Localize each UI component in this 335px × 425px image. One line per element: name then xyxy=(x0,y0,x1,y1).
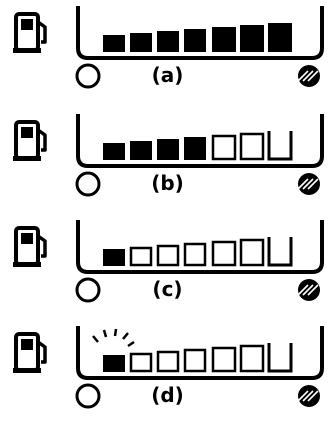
fuel-segment-empty xyxy=(211,346,237,373)
panel-label: (d) xyxy=(151,383,184,407)
gauge-bezel xyxy=(76,326,324,380)
fuel-pump-icon xyxy=(13,120,47,161)
gauge-bezel xyxy=(76,220,324,274)
empty-circle-icon xyxy=(75,171,101,197)
fuel-segment-empty xyxy=(129,246,153,267)
hatched-circle-icon xyxy=(297,65,320,87)
fuel-segment-filled xyxy=(268,23,292,52)
empty-circle-icon xyxy=(75,277,101,303)
gauge-panel-2: (b) xyxy=(0,108,335,208)
fuel-segment-filled xyxy=(103,143,125,160)
hatched-circle-icon xyxy=(297,385,320,407)
gauge-svg xyxy=(13,220,324,303)
fuel-segment-empty xyxy=(267,343,293,373)
fuel-segment-filled xyxy=(157,139,179,160)
fuel-segment-empty xyxy=(239,132,265,161)
panel-label: (b) xyxy=(151,171,184,195)
fuel-segment-filled xyxy=(103,35,125,52)
fuel-segment-empty xyxy=(156,350,180,373)
panel-label: (a) xyxy=(151,63,184,87)
fuel-segment-empty xyxy=(183,242,207,267)
fuel-segment-filled xyxy=(103,355,125,372)
fuel-segment-empty xyxy=(267,237,293,267)
fuel-segment-filled xyxy=(184,137,206,160)
fuel-segment-empty xyxy=(267,131,293,161)
panel-label: (c) xyxy=(152,277,183,301)
gauge-svg xyxy=(13,326,324,409)
fuel-segment-empty xyxy=(211,240,237,267)
fuel-segment-filled xyxy=(103,249,125,266)
empty-circle-icon xyxy=(75,63,101,89)
gauge-svg xyxy=(13,6,324,89)
hatched-circle-icon xyxy=(297,173,320,195)
fuel-segment-empty xyxy=(129,352,153,373)
fuel-segment-filled xyxy=(240,25,264,52)
fuel-segment-empty xyxy=(156,244,180,267)
gauge-bezel xyxy=(76,6,324,60)
fuel-segment-filled xyxy=(130,33,152,52)
empty-circle-icon xyxy=(75,383,101,409)
gauge-panel-1: (a) xyxy=(0,0,335,100)
gauge-panel-4: (d) xyxy=(0,320,335,420)
fuel-pump-icon xyxy=(13,226,47,267)
fuel-segment-empty xyxy=(239,344,265,373)
fuel-segment-empty xyxy=(239,238,265,267)
fuel-segment-filled xyxy=(184,29,206,52)
hatched-circle-icon xyxy=(297,279,320,301)
fuel-segment-filled xyxy=(157,31,179,52)
gauge-bezel xyxy=(76,114,324,168)
gauge-svg xyxy=(13,114,324,197)
fuel-pump-icon xyxy=(13,332,47,373)
fuel-segment-filled xyxy=(130,141,152,160)
warning-flash-icon xyxy=(92,328,135,348)
fuel-segment-empty xyxy=(211,134,237,161)
fuel-segment-filled xyxy=(212,27,236,52)
fuel-segment-empty xyxy=(183,348,207,373)
fuel-pump-icon xyxy=(13,12,47,53)
gauge-panel-3: (c) xyxy=(0,214,335,314)
